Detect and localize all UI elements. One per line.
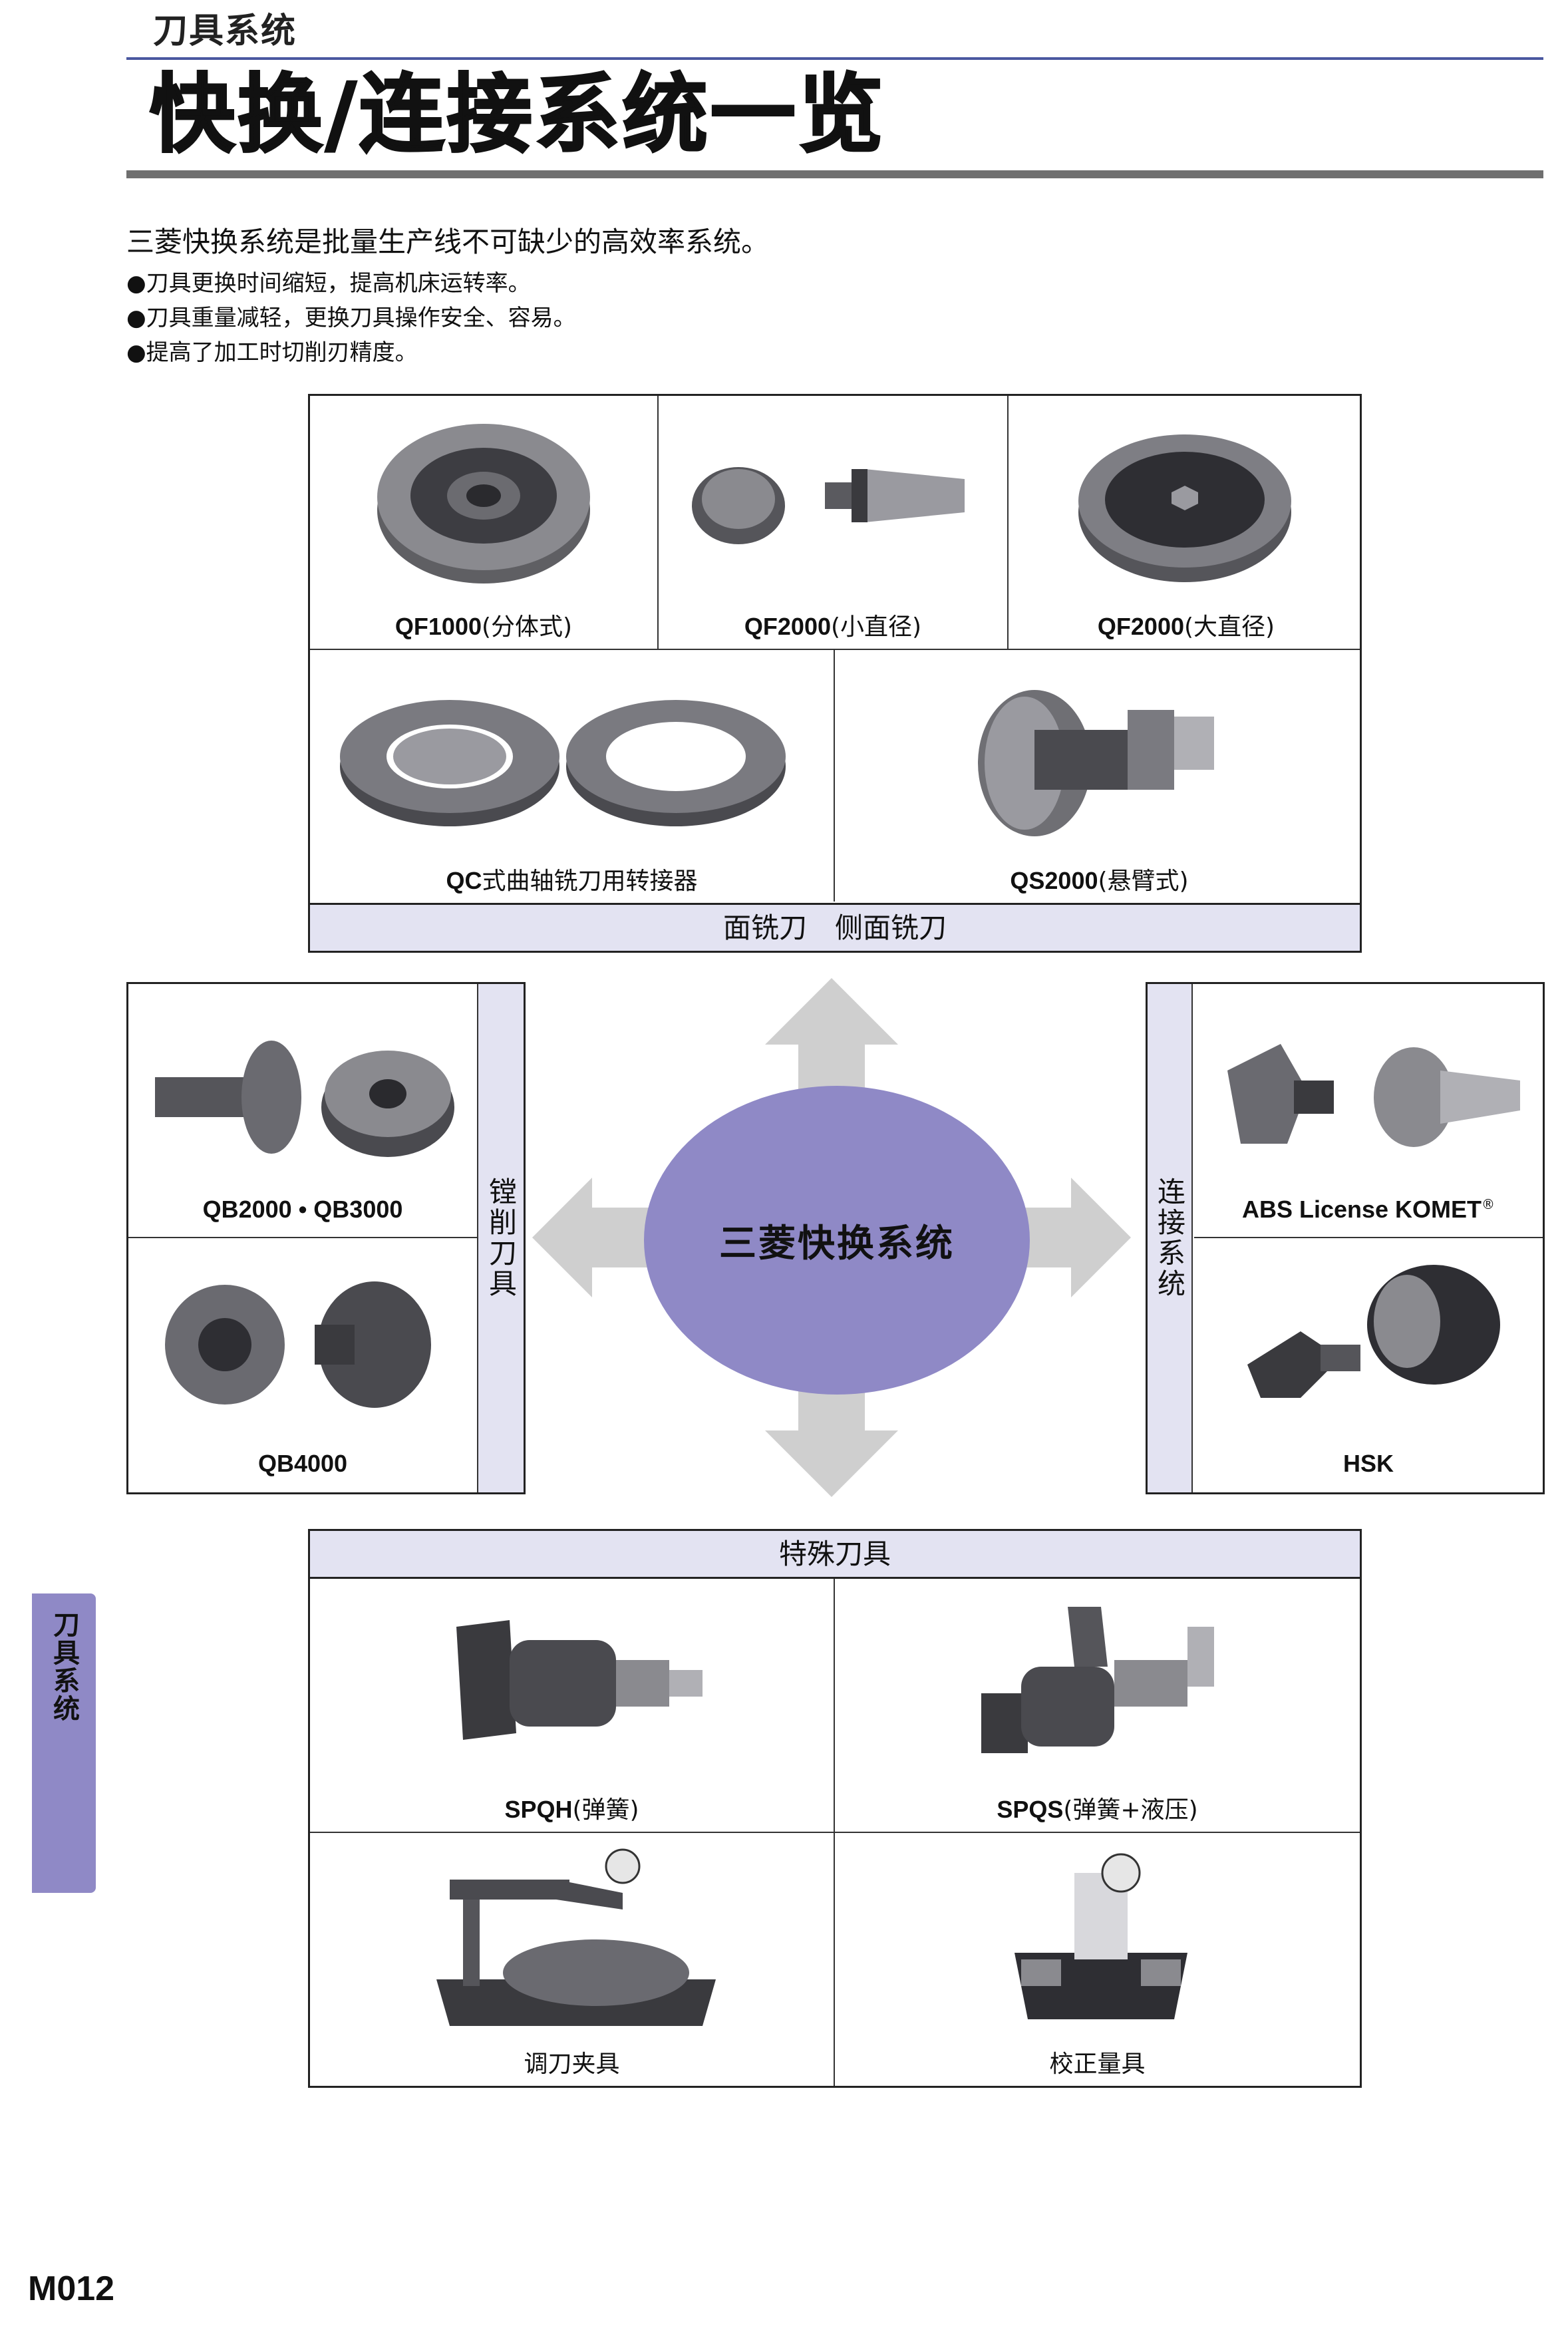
boring-band: 镗削刀具 bbox=[478, 984, 524, 1492]
caption-spqs: SPQS(弹簧+液压) bbox=[997, 1796, 1198, 1824]
product-qb2000: QB2000 • QB3000 bbox=[128, 984, 477, 1237]
caption-qb2000: QB2000 • QB3000 bbox=[202, 1196, 403, 1223]
spqh-image bbox=[456, 1620, 703, 1740]
cutter-small-image bbox=[692, 467, 965, 544]
page-title: 快换/连接系统一览 bbox=[149, 65, 886, 166]
spqs-image bbox=[981, 1607, 1214, 1753]
title-rule bbox=[126, 170, 1543, 178]
direction-arrows bbox=[532, 978, 1131, 1497]
milling-box: QF1000(分体式) QF2000(小直径) QF2000(大直径) bbox=[308, 394, 1362, 953]
product-spqs: SPQS(弹簧+液压) bbox=[835, 1580, 1360, 1832]
center-ellipse: 三菱快换系统 bbox=[644, 1086, 1030, 1395]
product-qf1000: QF1000(分体式) bbox=[310, 396, 657, 649]
product-qs2000: QS2000(悬臂式) bbox=[835, 650, 1364, 903]
boring-head-image bbox=[155, 1041, 454, 1157]
special-band: 特殊刀具 bbox=[310, 1531, 1360, 1579]
product-hsk: HSK bbox=[1194, 1238, 1543, 1492]
caption-abs: ABS License KOMET® bbox=[1241, 1196, 1495, 1223]
bullet-1: ●刀具更换时间缩短，提高机床运转率。 bbox=[126, 270, 531, 297]
caption-qb4000: QB4000 bbox=[257, 1450, 348, 1477]
adapter-rings-image bbox=[340, 700, 786, 826]
arrow-down bbox=[765, 1364, 898, 1497]
special-box: 特殊刀具 SPQH(弹簧) SPQS(弹簧+液压) 调刀夹具 bbox=[308, 1529, 1362, 2088]
product-abs: ABS License KOMET® bbox=[1194, 984, 1543, 1237]
gauge-image bbox=[1015, 1853, 1187, 2019]
boring-qb4000-image bbox=[165, 1281, 431, 1408]
product-presetter: 调刀夹具 bbox=[310, 1833, 834, 2086]
presetter-image bbox=[436, 1848, 716, 2026]
cutter-large-image bbox=[1078, 434, 1291, 582]
caption-presetter: 调刀夹具 bbox=[524, 2051, 620, 2078]
product-qf2000-small: QF2000(小直径) bbox=[659, 396, 1007, 649]
product-spqh: SPQH(弹簧) bbox=[310, 1580, 834, 1832]
product-qc: QC式曲轴铣刀用转接器 bbox=[310, 650, 834, 903]
connect-band: 连接系统 bbox=[1148, 984, 1193, 1492]
section-label: 刀具系统 bbox=[153, 11, 297, 51]
abs-komet-image bbox=[1227, 1044, 1520, 1147]
caption-gauge: 校正量具 bbox=[1049, 2051, 1146, 2078]
caption-qf1000: QF1000(分体式) bbox=[394, 613, 573, 641]
product-qf2000-large: QF2000(大直径) bbox=[1009, 396, 1364, 649]
caption-qf2000-small: QF2000(小直径) bbox=[744, 613, 922, 641]
product-gauge: 校正量具 bbox=[835, 1833, 1360, 2086]
cutter-image bbox=[377, 424, 590, 584]
arrow-up bbox=[765, 978, 898, 1111]
bullet-2: ●刀具重量减轻，更换刀具操作安全、容易。 bbox=[126, 305, 576, 331]
side-tab[interactable]: 刀具系统 bbox=[32, 1593, 96, 1893]
caption-hsk: HSK bbox=[1342, 1450, 1394, 1477]
caption-spqh: SPQH(弹簧) bbox=[504, 1796, 639, 1824]
caption-qs2000: QS2000(悬臂式) bbox=[1010, 867, 1189, 895]
cantilever-image bbox=[978, 690, 1214, 836]
caption-qc: QC式曲轴铣刀用转接器 bbox=[446, 867, 698, 895]
caption-qf2000-large: QF2000(大直径) bbox=[1097, 613, 1275, 641]
product-qb4000: QB4000 bbox=[128, 1238, 477, 1492]
page-number: M012 bbox=[28, 2269, 115, 2308]
milling-band: 面铣刀 侧面铣刀 bbox=[310, 903, 1360, 951]
arrow-left bbox=[532, 1178, 672, 1297]
hsk-image bbox=[1247, 1265, 1500, 1398]
connect-box: 连接系统 ABS License KOMET® HSK bbox=[1146, 982, 1545, 1494]
boring-box: QB2000 • QB3000 QB4000 镗削刀具 bbox=[126, 982, 526, 1494]
header-rule bbox=[126, 57, 1543, 60]
intro-headline: 三菱快换系统是批量生产线不可缺少的高效率系统。 bbox=[126, 226, 770, 258]
bullet-3: ●提高了加工时切削刃精度。 bbox=[126, 339, 418, 366]
